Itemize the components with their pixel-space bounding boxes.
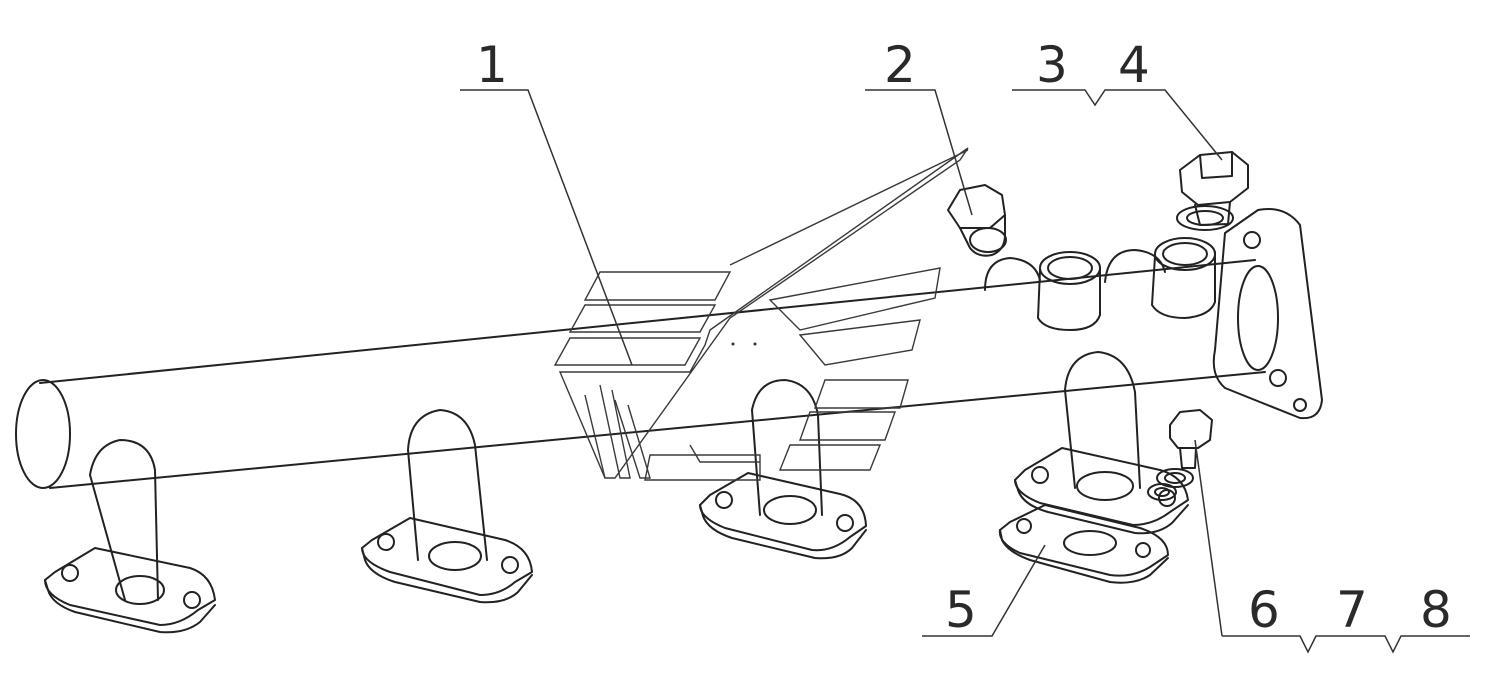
callout-label-6: 6: [1248, 581, 1280, 639]
end-flange: [1212, 208, 1323, 420]
callout-label-2: 2: [884, 36, 916, 94]
callout-leaders: [460, 89, 1470, 654]
small-bolt-stack: [1147, 409, 1213, 501]
callout-labels: 1 2 3 4 5 6 7 8: [476, 36, 1452, 639]
bolt-and-washer: [1176, 151, 1249, 231]
callout-label-7: 7: [1336, 581, 1368, 639]
watermark-logo: [553, 147, 969, 481]
outlet-elbow-3: [699, 379, 867, 560]
callout-label-1: 1: [476, 36, 508, 94]
plug: [947, 184, 1007, 257]
outlet-elbow-2: [361, 409, 533, 604]
callout-label-5: 5: [945, 581, 977, 639]
outlet-elbow-4: [1014, 351, 1189, 535]
callout-label-3: 3: [1036, 36, 1068, 94]
callout-label-8: 8: [1420, 581, 1452, 639]
callout-label-4: 4: [1118, 36, 1150, 94]
outlet-elbow-1: [44, 439, 216, 634]
pipe-bosses: [984, 237, 1216, 331]
gasket: [998, 504, 1169, 584]
